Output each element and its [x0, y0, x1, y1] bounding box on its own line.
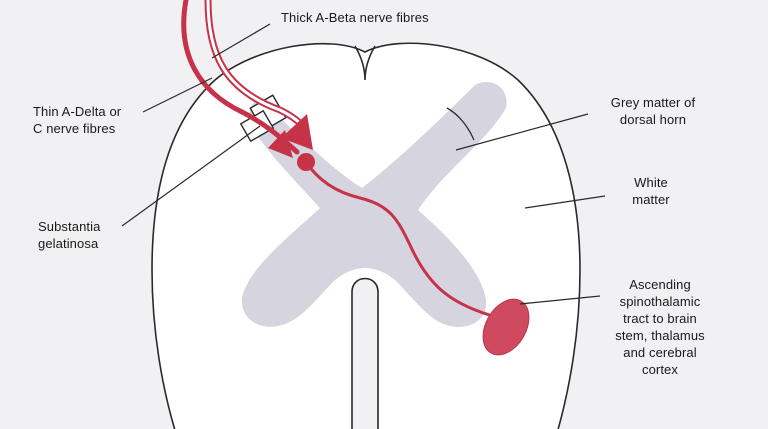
- dorsal-median-sulcus: [354, 45, 376, 81]
- thick-fibre-arrowhead: [281, 114, 313, 150]
- label-white-matter: White matter: [632, 175, 670, 207]
- dorsal-horn-lamina-line: [446, 107, 475, 141]
- spinothalamic-tract: [482, 298, 530, 356]
- thin-fibre: [181, 0, 300, 155]
- label-thick-fibres: Thick A-Beta nerve fibres: [281, 10, 429, 25]
- label-ascending-tract: Ascending spinothalamic tract to brain s…: [615, 277, 705, 377]
- ascending-tract-leader: [519, 295, 601, 305]
- thick-fibres-leader: [211, 23, 271, 59]
- grey-matter-leader: [455, 113, 589, 151]
- white-matter-leader: [524, 195, 606, 209]
- grey-matter-region: [241, 81, 507, 327]
- substantia-leader: [121, 125, 261, 227]
- thick-fibre-core: [206, 0, 306, 130]
- ventral-median-fissure: [351, 277, 379, 429]
- label-grey-matter: Grey matter of dorsal horn: [610, 95, 696, 127]
- thin-fibre-arrowhead: [268, 130, 293, 158]
- label-substantia-gelatinosa: Substantia gelatinosa: [38, 219, 101, 251]
- thin-fibres-leader: [142, 77, 213, 113]
- ascending-pathway: [304, 160, 502, 320]
- label-thin-fibres: Thin A-Delta or C nerve fibres: [33, 104, 122, 136]
